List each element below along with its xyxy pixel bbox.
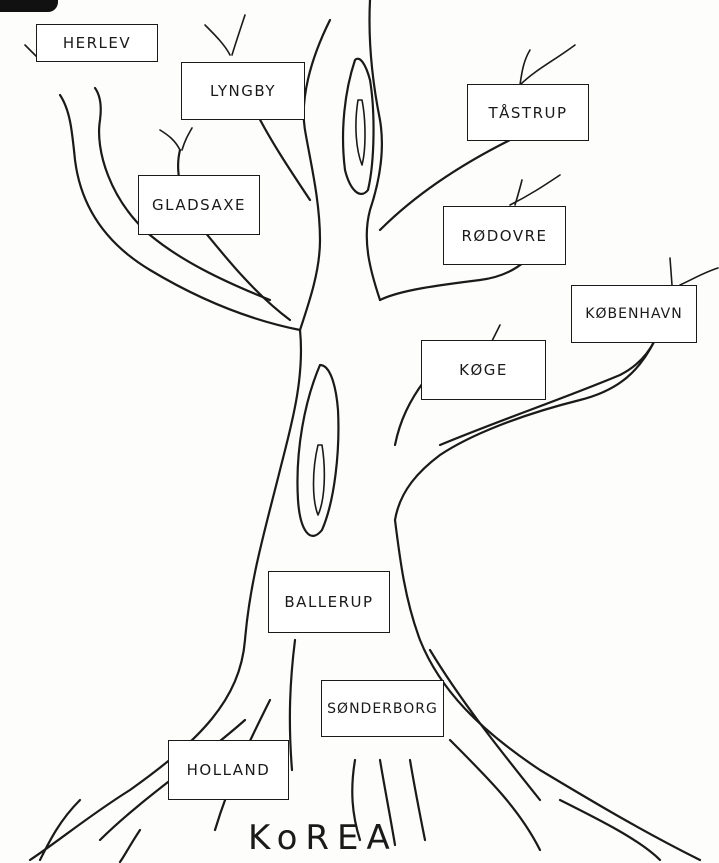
koebenhavn-twig-b <box>669 257 673 286</box>
herlev-branch-inner <box>93 86 272 302</box>
root-far-left <box>38 798 82 862</box>
koebenhavn-twig-a <box>679 267 719 286</box>
root-right-3 <box>558 798 662 862</box>
label-roedovre: RØDOVRE <box>443 206 566 265</box>
herlev-branch <box>58 93 302 332</box>
label-gladsaxe: GLADSAXE <box>138 175 260 235</box>
taastrup-branch <box>378 138 512 232</box>
upper-hollow <box>341 57 375 195</box>
lyngby-twig-b <box>231 14 246 56</box>
trunk-right-outline <box>393 518 702 862</box>
label-holland: HOLLAND <box>168 740 289 800</box>
root-label-korea: KoREA <box>248 818 398 858</box>
root-right-2 <box>448 738 542 852</box>
gladsaxe-twig-b <box>181 127 193 151</box>
root-center-3 <box>378 758 397 847</box>
trunk-right-upper <box>393 338 657 522</box>
lower-hollow <box>296 363 340 537</box>
roedovre-twig-b <box>514 179 523 206</box>
label-koege: KØGE <box>421 340 546 400</box>
label-soenderborg: SØNDERBORG <box>321 680 444 737</box>
root-center-4 <box>408 758 427 842</box>
label-koebenhavn: KØBENHAVN <box>571 285 697 343</box>
lyngby-twig-a <box>204 24 231 56</box>
koebenhavn-branch-lower <box>438 338 657 447</box>
label-lyngby: LYNGBY <box>181 62 305 120</box>
label-herlev: HERLEV <box>36 24 158 62</box>
upper-trunk-center <box>365 0 384 302</box>
corner-logo-fragment <box>0 0 58 12</box>
gladsaxe-twig-a <box>159 129 181 151</box>
root-center-1 <box>288 638 297 772</box>
root-far-left-2 <box>118 828 142 863</box>
label-ballerup: BALLERUP <box>268 571 390 633</box>
taastrup-twig-a <box>519 44 576 86</box>
lyngby-branch <box>253 108 312 202</box>
trunk-left-outline <box>28 328 303 862</box>
upper-hollow-inner <box>355 99 366 166</box>
lower-hollow-inner <box>312 444 326 516</box>
label-taastrup: TÅSTRUP <box>467 84 589 141</box>
root-right-1 <box>428 648 542 802</box>
taastrup-twig-b <box>519 49 531 86</box>
roedovre-twig-a <box>509 174 561 206</box>
koege-branch <box>393 378 427 447</box>
upper-trunk-left <box>298 18 332 332</box>
root-center-2 <box>351 758 362 842</box>
